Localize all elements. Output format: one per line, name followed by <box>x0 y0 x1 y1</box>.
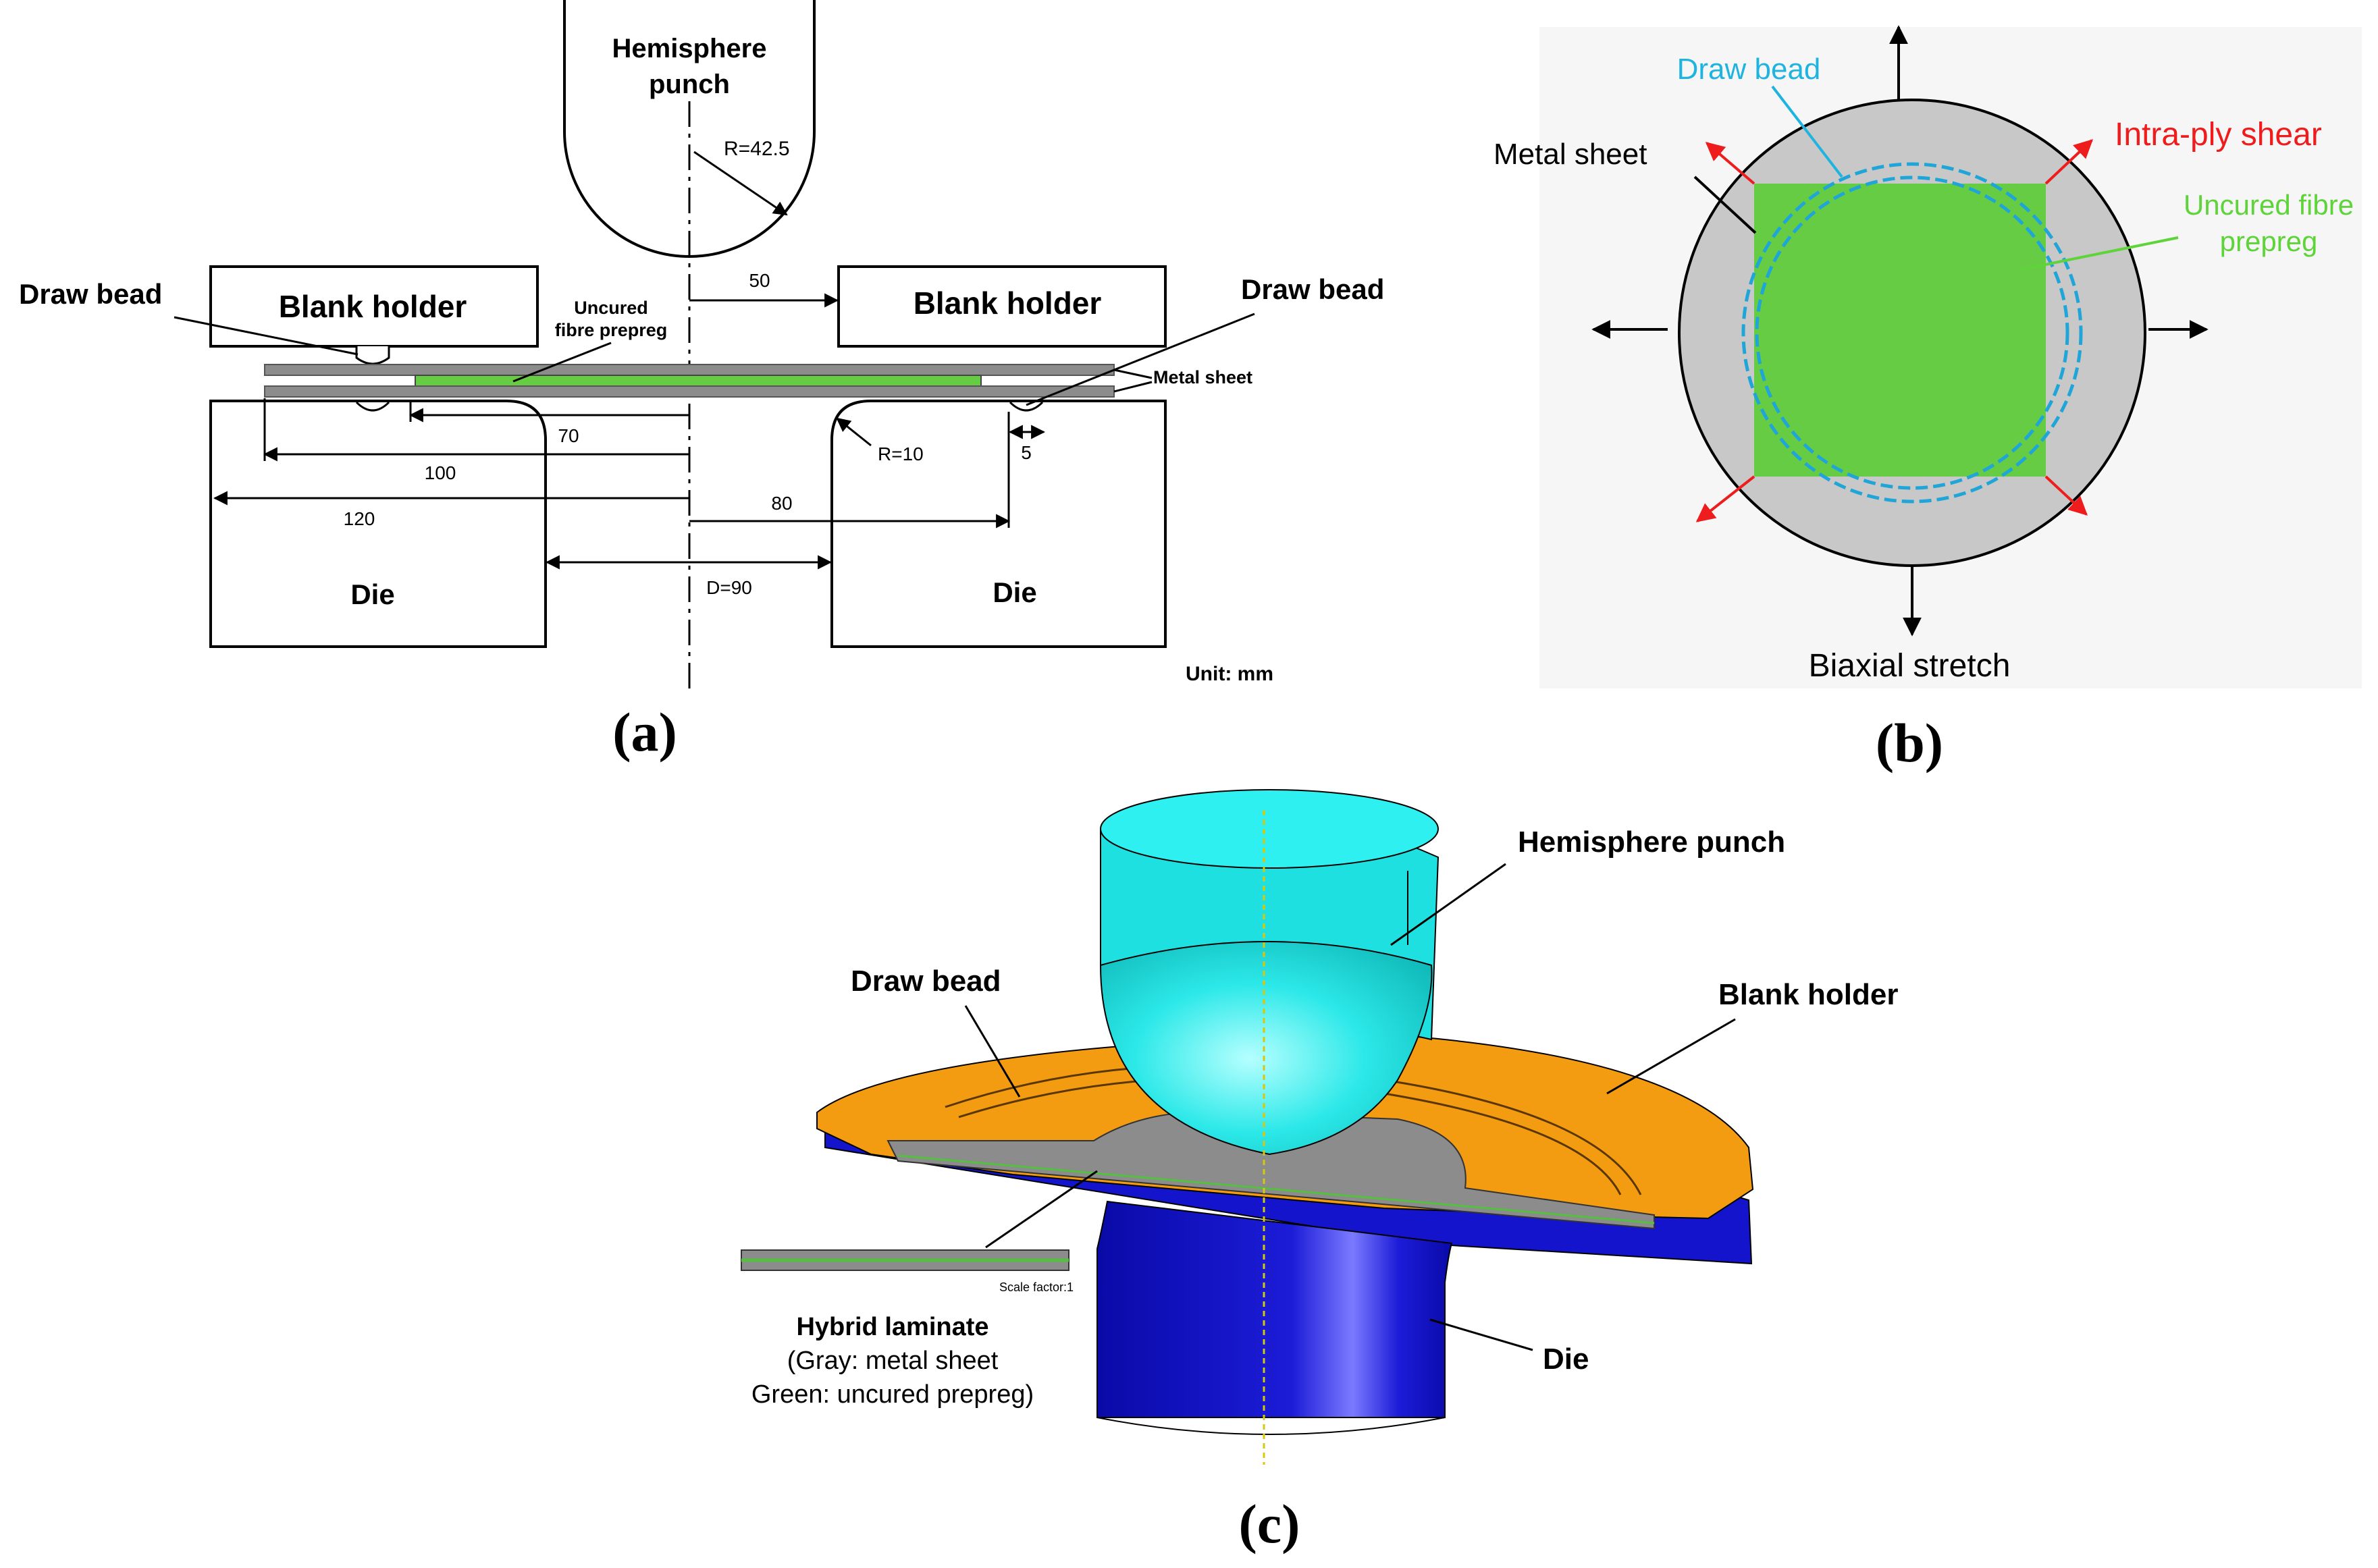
dim-50-label: 50 <box>749 270 770 291</box>
punch-leader-c <box>1390 863 1506 946</box>
draw-bead-ring-outer <box>1741 162 2083 504</box>
caption-c: (c) <box>1238 1493 1300 1555</box>
dim-120-label: 120 <box>344 508 375 529</box>
draw-bead-right-label: Draw bead <box>1241 273 1384 305</box>
prepreg-leader-b <box>2018 236 2179 271</box>
die-left-label: Die <box>350 578 394 610</box>
laminate-green-label: Green: uncured prepreg) <box>751 1380 1034 1409</box>
blank-holder-label-c: Blank holder <box>1718 978 1899 1011</box>
shear-label: Intra-ply shear <box>2115 117 2322 153</box>
die-label-c: Die <box>1543 1343 1589 1376</box>
punch-top <box>1100 789 1439 869</box>
dim-r10-label: R=10 <box>878 443 924 464</box>
shear-arrow-tl <box>1705 142 1755 185</box>
blank-holder-left <box>209 265 539 348</box>
caption-b: (b) <box>1876 712 1943 774</box>
radius-label: R=42.5 <box>724 138 790 160</box>
draw-bead-left-label: Draw bead <box>19 278 162 310</box>
shear-arrow-br <box>2044 475 2088 516</box>
caption-a: (a) <box>612 701 677 763</box>
die-right-label: Die <box>993 576 1036 608</box>
prepreg-label-1: Uncured <box>574 298 648 318</box>
laminate-gray-label: (Gray: metal sheet <box>787 1347 999 1375</box>
draw-bead-leader-b <box>1771 85 1843 178</box>
dim-80-label: 80 <box>771 493 792 514</box>
dim-r10-arrow <box>836 417 872 447</box>
die-body <box>1096 1200 1453 1418</box>
dim-100-label: 100 <box>425 462 456 483</box>
biaxial-stretch-label: Biaxial stretch <box>1809 648 2011 684</box>
prepreg-label-2: fibre prepreg <box>555 320 668 340</box>
unit-label: Unit: mm <box>1186 663 1273 685</box>
radius-arrow <box>693 151 788 216</box>
metal-sheet-top <box>264 364 1115 376</box>
shear-arrow-bl <box>1695 475 1755 522</box>
die-right <box>830 400 1167 648</box>
die-inner-edge <box>1096 1417 1446 1435</box>
metal-sheet-label-b: Metal sheet <box>1494 138 1647 171</box>
metal-sheet-leader-b <box>1693 175 1757 234</box>
blank-holder-right-label: Blank holder <box>914 286 1102 321</box>
shear-arrow-tr <box>2044 139 2094 185</box>
blank-holder-right <box>837 265 1167 348</box>
prepreg-leader <box>512 342 612 383</box>
laminate-prepreg-line <box>897 1154 1655 1224</box>
draw-bead-ring-inner <box>1755 175 2069 490</box>
draw-bead-label-c: Draw bead <box>851 965 1001 998</box>
metal-sheet-bottom <box>264 385 1115 398</box>
dim-70-label: 70 <box>558 425 579 446</box>
dim-d90-label: D=90 <box>706 577 752 598</box>
scale-factor-label: Scale factor:1 <box>999 1280 1074 1294</box>
laminate-leader-c <box>985 1170 1098 1249</box>
panel-c: Scale factor:1 Hemisphere punch Draw bea… <box>741 789 1899 1555</box>
metal-sheet-leader-2 <box>1113 381 1153 393</box>
draw-bead-label-b: Draw bead <box>1677 53 1821 86</box>
draw-bead-top <box>355 346 390 365</box>
punch-label-2: punch <box>649 70 730 99</box>
punch-label-c: Hemisphere punch <box>1518 826 1785 859</box>
laminate-3d <box>887 1110 1655 1230</box>
draw-bead-leader-c <box>964 1005 1021 1098</box>
prepreg-label-b-2: prepreg <box>2220 225 2318 257</box>
prepreg-layer <box>415 375 982 387</box>
metal-sheet-label: Metal sheet <box>1153 367 1252 387</box>
draw-bead-groove-left <box>355 401 390 412</box>
prepreg-label-b-1: Uncured fibre <box>2184 189 2354 221</box>
die-leader-c <box>1429 1318 1533 1351</box>
draw-bead-groove-right <box>1009 401 1044 412</box>
dim-5-label: 5 <box>1021 442 1032 463</box>
metal-sheet-leader-1 <box>1113 369 1153 379</box>
draw-bead-right-leader <box>1026 313 1255 406</box>
panel-a: Hemisphere punch R=42.5 Blank holder Bla… <box>19 0 1384 763</box>
blank-holder-left-label: Blank holder <box>279 289 467 324</box>
draw-bead-left-leader <box>174 316 359 356</box>
laminate-title: Hybrid laminate <box>796 1313 988 1341</box>
punch-dome <box>1099 941 1433 1156</box>
blank-holder-leader-c <box>1606 1018 1736 1095</box>
punch-label-1: Hemisphere <box>612 34 767 63</box>
panel-b: Draw bead Metal sheet Intra-ply shear Un… <box>1494 25 2362 774</box>
prepreg-square <box>1754 184 2046 477</box>
